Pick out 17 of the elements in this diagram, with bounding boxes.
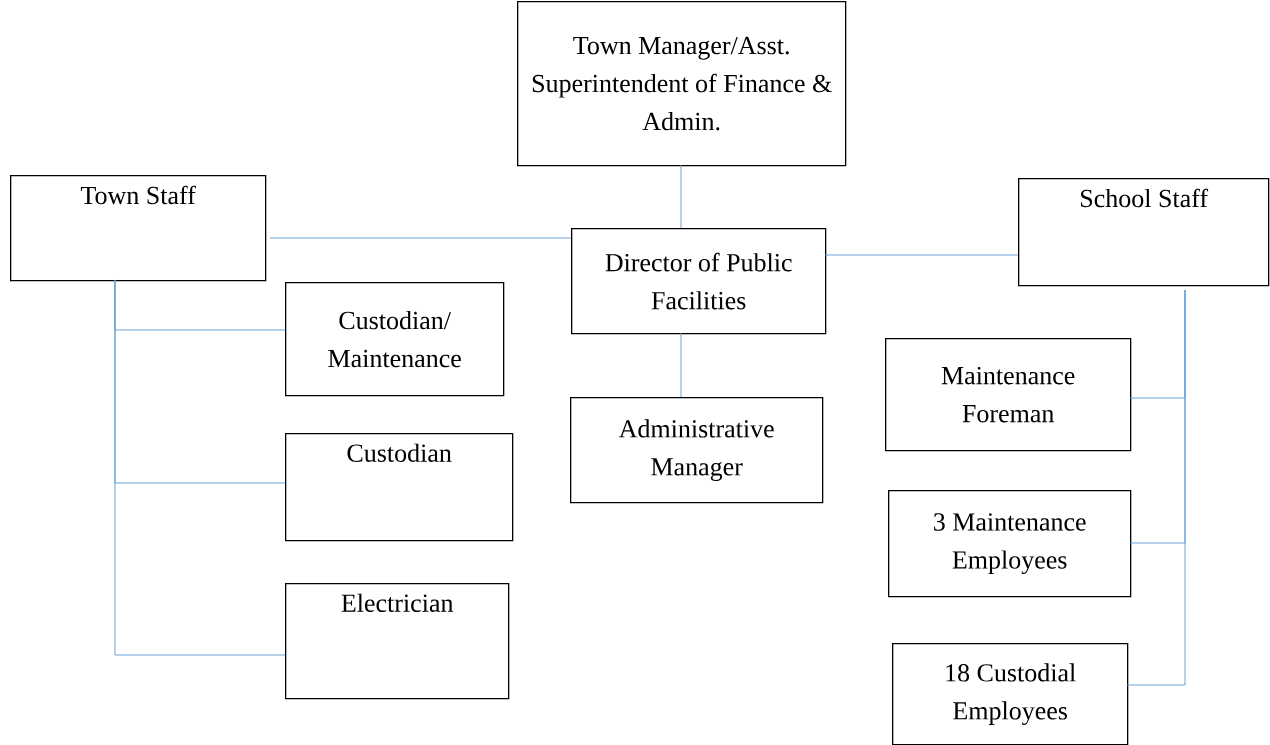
role-box: Custodian	[285, 433, 514, 542]
title-box: Town Manager/Asst. Superintendent of Finance & Admin.	[517, 1, 847, 167]
connector-line	[824, 254, 1019, 256]
role-box: Custodian/ Maintenance	[285, 282, 505, 397]
role-box: Administrative Manager	[570, 397, 824, 504]
role-box: Maintenance Foreman	[885, 338, 1132, 452]
role-box: 18 Custodial Employees	[892, 643, 1129, 745]
role-box: Electrician	[285, 583, 510, 700]
role-box: 3 Maintenance Employees	[888, 490, 1132, 598]
role-box: Director of Public Facilities	[571, 228, 827, 335]
connector-line	[680, 332, 682, 398]
connector-line	[114, 279, 286, 656]
group-box: Town Staff	[10, 175, 267, 282]
connector-line	[269, 237, 572, 239]
connector-line	[1126, 289, 1186, 686]
connector-line	[680, 164, 682, 229]
group-box: School Staff	[1018, 178, 1270, 287]
